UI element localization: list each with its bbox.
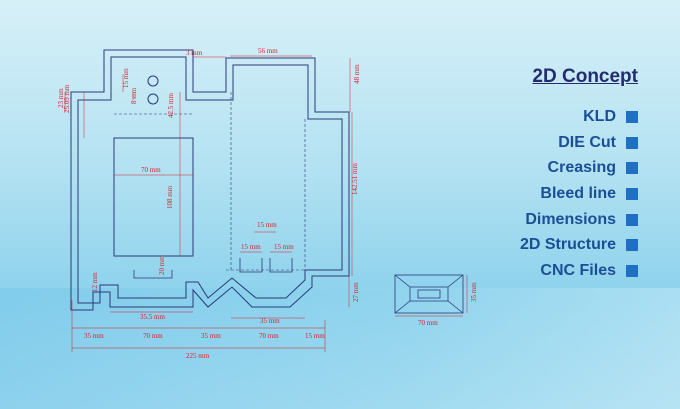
dieline-inner [77, 56, 343, 304]
list-item-label: DIE Cut [558, 133, 616, 151]
dim-15mm-left: 15 mm [241, 243, 261, 251]
list-item: KLD [520, 104, 638, 130]
main-panel [113, 137, 194, 257]
dim-15mm-top: 15 mm [122, 68, 130, 88]
list-item: Bleed line [520, 181, 638, 207]
dim-small-width: 70 mm [418, 319, 438, 327]
feature-list: KLD DIE Cut Creasing Bleed line Dimensio… [520, 104, 638, 284]
square-bullet-icon [626, 239, 638, 252]
square-bullet-icon [626, 213, 638, 226]
square-bullet-icon [626, 264, 638, 277]
dim-8mm: 8 mm [130, 87, 138, 104]
square-bullet-icon [626, 187, 638, 200]
dim-15mm-mid: 15 mm [257, 221, 277, 229]
square-bullet-icon [626, 110, 638, 123]
dim-3mm: 3 mm [186, 49, 203, 57]
dim-25-09mm: 25.09 mm [63, 84, 71, 113]
list-item: 2D Structure [520, 232, 638, 258]
dim-20mm: 20 mm [158, 255, 166, 275]
list-item: DIE Cut [520, 130, 638, 156]
square-bullet-icon [626, 162, 638, 175]
dim-70mm-inner: 70 mm [141, 166, 161, 174]
dim-42-5mm: 42.5 mm [167, 93, 175, 118]
square-bullet-icon [626, 136, 638, 149]
dim-23mm: 23 mm [57, 88, 65, 108]
dim-15mm-right: 15 mm [274, 243, 294, 251]
hole-top [147, 75, 159, 87]
list-item-label: 2D Structure [519, 236, 616, 254]
dim-35-5mm: 35.5 mm [140, 313, 165, 321]
dim-56mm: 56 mm [258, 47, 278, 55]
dim-27mm: 27 mm [352, 282, 360, 302]
dim-108mm: 108 mm [166, 185, 174, 209]
list-item-label: Creasing [547, 159, 616, 177]
dim-70mm-b: 70 mm [259, 332, 279, 340]
bottom-flap-right2 [269, 258, 293, 273]
dim-small-height: 35 mm [470, 282, 478, 302]
hole-bottom [147, 93, 159, 105]
list-item-label: CNC Files [540, 261, 616, 279]
panel-title: 2D Concept [532, 66, 638, 87]
background-band [0, 288, 680, 409]
bottom-flap-left [133, 270, 173, 279]
dim-35mm-a: 35 mm [84, 332, 104, 340]
list-item-label: KLD [583, 107, 616, 125]
list-item: Dimensions [520, 207, 638, 233]
dim-48mm: 48 mm [353, 64, 361, 84]
list-item-label: Dimensions [525, 210, 616, 228]
dim-225mm: 225 mm [186, 352, 210, 360]
list-item: CNC Files [520, 258, 638, 284]
list-item-label: Bleed line [540, 184, 616, 202]
dieline-outer [70, 49, 350, 311]
dim-70mm-a: 70 mm [143, 332, 163, 340]
list-item: Creasing [520, 155, 638, 181]
dim-35mm-lower: 35 mm [260, 317, 280, 325]
bottom-flap-right [239, 258, 263, 273]
dim-142-51mm: 142.51 mm [351, 163, 359, 195]
dim-12mm: 12 mm [91, 272, 99, 292]
dim-15mm-end: 15 mm [305, 332, 325, 340]
dim-35mm-b: 35 mm [201, 332, 221, 340]
folded-box-preview [394, 274, 464, 314]
